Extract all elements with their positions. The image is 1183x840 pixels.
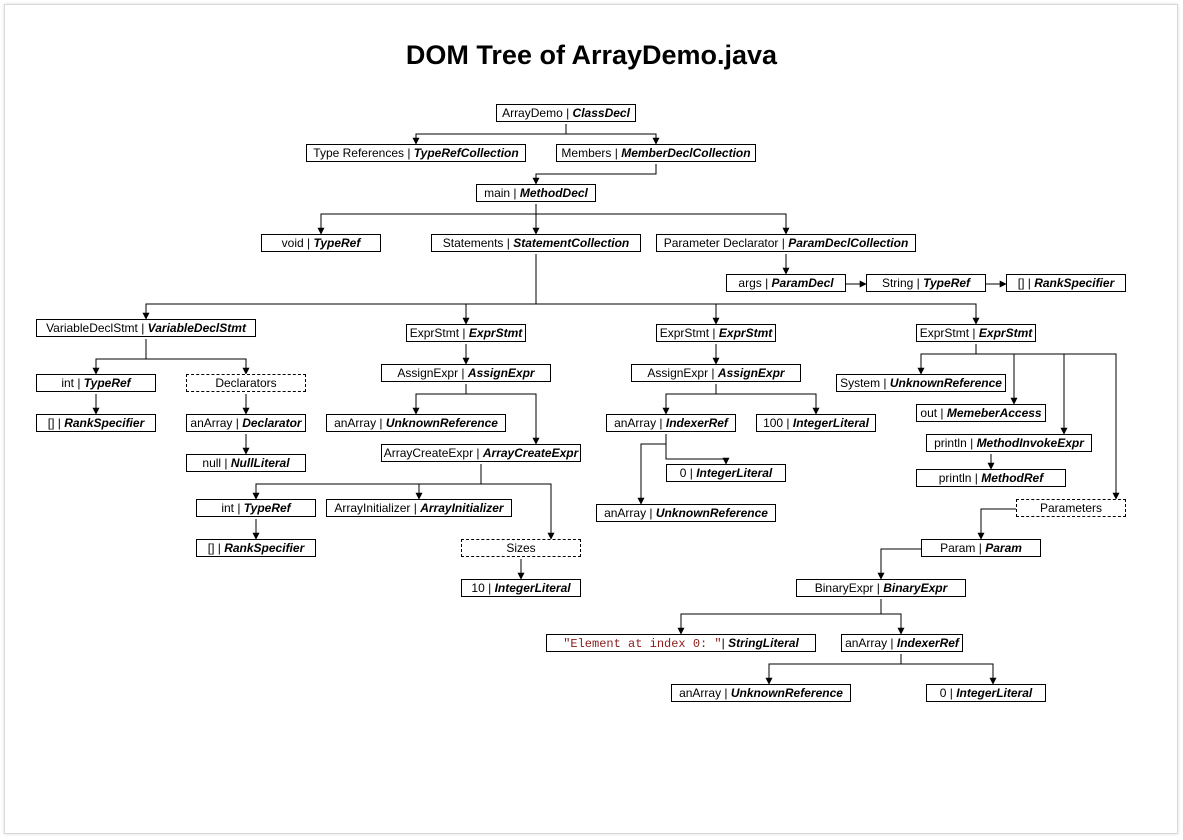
node-anarray-unknown-2[interactable]: anArray | UnknownReference [596, 504, 776, 522]
node-array-create-expr[interactable]: ArrayCreateExpr | ArrayCreateExpr [381, 444, 581, 462]
node-parameters[interactable]: Parameters [1016, 499, 1126, 517]
node-anarray-declarator[interactable]: anArray | Declarator [186, 414, 306, 432]
node-arraydemo[interactable]: ArrayDemo | ClassDecl [496, 104, 636, 122]
node-parameter-declarator[interactable]: Parameter Declarator | ParamDeclCollecti… [656, 234, 916, 252]
node-main[interactable]: main | MethodDecl [476, 184, 596, 202]
node-println-invoke[interactable]: println | MethodInvokeExpr [926, 434, 1092, 452]
node-int-create[interactable]: int | TypeRef [196, 499, 316, 517]
node-exprstmt-2[interactable]: ExprStmt | ExprStmt [656, 324, 776, 342]
node-string-literal[interactable]: "Element at index 0: "| StringLiteral [546, 634, 816, 652]
node-param[interactable]: Param | Param [921, 539, 1041, 557]
node-system-unknown[interactable]: System | UnknownReference [836, 374, 1006, 392]
node-anarray-unknown-1[interactable]: anArray | UnknownReference [326, 414, 506, 432]
node-binary-expr[interactable]: BinaryExpr | BinaryExpr [796, 579, 966, 597]
node-members[interactable]: Members | MemberDeclCollection [556, 144, 756, 162]
node-statements[interactable]: Statements | StatementCollection [431, 234, 641, 252]
node-anarray-unknown-3[interactable]: anArray | UnknownReference [671, 684, 851, 702]
node-sizes[interactable]: Sizes [461, 539, 581, 557]
node-indexer-1[interactable]: anArray | IndexerRef [606, 414, 736, 432]
node-args[interactable]: args | ParamDecl [726, 274, 846, 292]
node-void[interactable]: void | TypeRef [261, 234, 381, 252]
node-type-references[interactable]: Type References | TypeRefCollection [306, 144, 526, 162]
node-indexer-2[interactable]: anArray | IndexerRef [841, 634, 963, 652]
node-int-var[interactable]: int | TypeRef [36, 374, 156, 392]
node-array-initializer[interactable]: ArrayInitializer | ArrayInitializer [326, 499, 512, 517]
node-rank-create[interactable]: [] | RankSpecifier [196, 539, 316, 557]
node-hundred-literal[interactable]: 100 | IntegerLiteral [756, 414, 876, 432]
node-declarators[interactable]: Declarators [186, 374, 306, 392]
node-assignexpr-2[interactable]: AssignExpr | AssignExpr [631, 364, 801, 382]
node-zero-literal-1[interactable]: 0 | IntegerLiteral [666, 464, 786, 482]
node-rank-var[interactable]: [] | RankSpecifier [36, 414, 156, 432]
node-println-methodref[interactable]: println | MethodRef [916, 469, 1066, 487]
node-null-literal[interactable]: null | NullLiteral [186, 454, 306, 472]
node-string-type[interactable]: String | TypeRef [866, 274, 986, 292]
diagram-title: DOM Tree of ArrayDemo.java [405, 40, 778, 70]
node-variable-decl-stmt[interactable]: VariableDeclStmt | VariableDeclStmt [36, 319, 256, 337]
node-exprstmt-1[interactable]: ExprStmt | ExprStmt [406, 324, 526, 342]
node-rank-args[interactable]: [] | RankSpecifier [1006, 274, 1126, 292]
node-assignexpr-1[interactable]: AssignExpr | AssignExpr [381, 364, 551, 382]
node-zero-literal-2[interactable]: 0 | IntegerLiteral [926, 684, 1046, 702]
node-exprstmt-3[interactable]: ExprStmt | ExprStmt [916, 324, 1036, 342]
node-out-member-access[interactable]: out | MemeberAccess [916, 404, 1046, 422]
node-ten-literal[interactable]: 10 | IntegerLiteral [461, 579, 581, 597]
